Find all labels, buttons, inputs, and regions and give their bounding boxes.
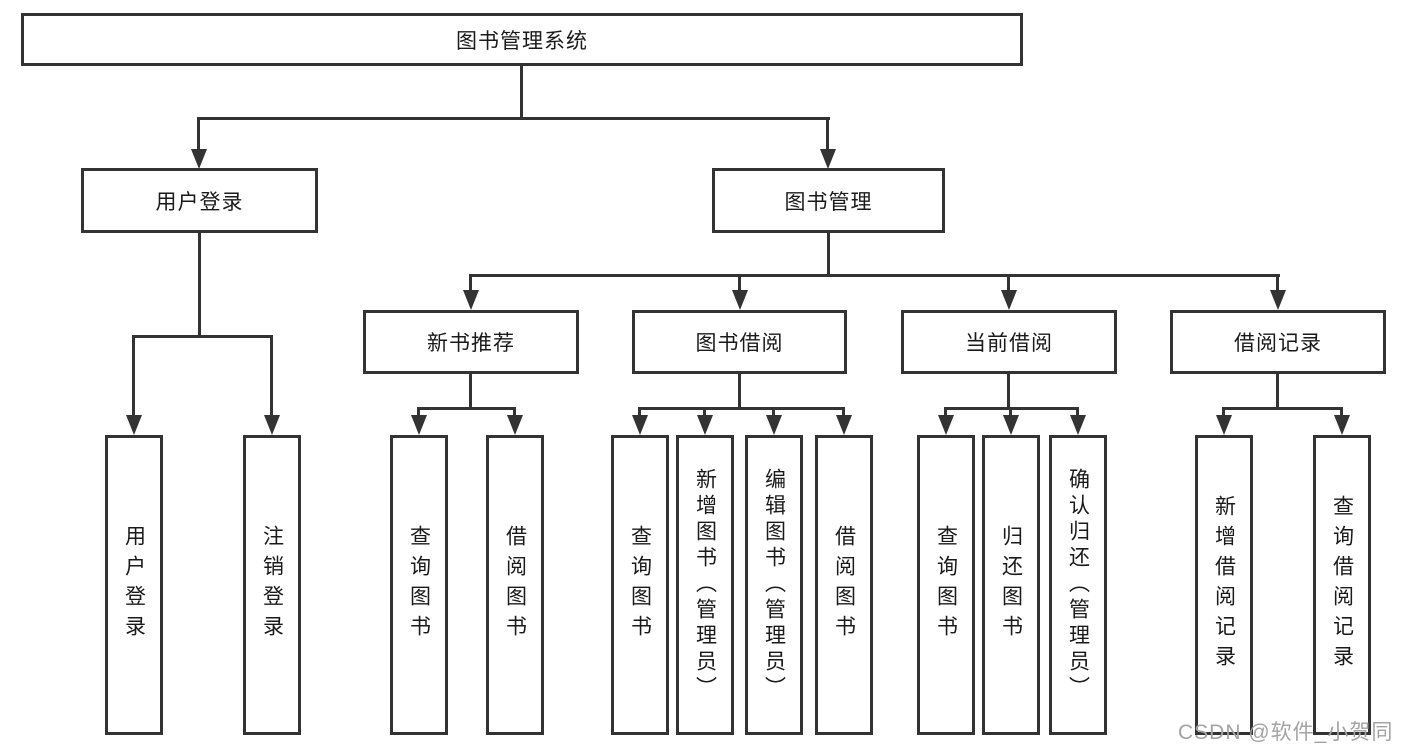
leaf-br-add-record-label: 新增借阅记录 [1212,495,1236,675]
watermark: CSDN @软件_小贺同学 [1178,721,1394,744]
arrowhead-down-icon [632,415,648,435]
leaf-cb-return-books: 归还图书 [982,435,1040,735]
connector-line [197,117,830,120]
connector-line [1009,407,1012,417]
leaf-br-query-record: 查询借阅记录 [1313,435,1371,735]
arrowhead-down-icon [507,415,523,435]
connector-line [1007,274,1010,292]
connector-line [738,274,741,292]
leaf-logout: 注销登录 [243,435,301,735]
leaf-bb-query-books-label: 查询图书 [628,525,652,645]
leaf-user-login: 用户登录 [105,435,163,735]
connector-line [638,407,845,410]
node-user-login: 用户登录 [81,168,318,233]
leaf-bb-edit-books-admin: 编辑图书（管理员） [745,435,803,735]
connector-line [469,374,472,409]
connector-line [772,407,775,417]
leaf-bb-add-books-admin-label: 新增图书（管理员） [693,468,717,702]
leaf-cb-query-books-label: 查询图书 [934,525,958,645]
connector-line [417,407,516,410]
leaf-cb-confirm-return-admin-label: 确认归还（管理员） [1066,468,1090,702]
connector-line [132,335,135,417]
connector-line [469,274,1280,277]
connector-line [842,407,845,417]
connector-line [132,335,273,338]
leaf-nb-borrow-books-label: 借阅图书 [503,525,527,645]
leaf-bb-edit-books-admin-label: 编辑图书（管理员） [762,468,786,702]
arrowhead-down-icon [411,415,427,435]
arrowhead-down-icon [1070,415,1086,435]
connector-line [513,407,516,417]
node-book-borrowing: 图书借阅 [632,310,847,374]
arrowhead-down-icon [732,290,748,310]
leaf-bb-add-books-admin: 新增图书（管理员） [676,435,734,735]
arrowhead-down-icon [766,415,782,435]
leaf-user-login-label: 用户登录 [122,525,146,645]
connector-line [738,374,741,409]
connector-line [1276,274,1279,292]
leaf-bb-borrow-books-label: 借阅图书 [832,525,856,645]
arrowhead-down-icon [820,149,836,169]
arrowhead-down-icon [697,415,713,435]
node-current-borrowing-label: 当前借阅 [965,332,1053,355]
node-root-label: 图书管理系统 [456,29,588,53]
connector-line [1276,374,1279,409]
connector-line [270,335,273,417]
arrowhead-down-icon [938,415,954,435]
node-book-management-label: 图书管理 [784,190,873,214]
connector-line [1222,407,1225,417]
connector-line [826,117,829,151]
node-new-book-recommendation: 新书推荐 [363,310,579,374]
arrowhead-down-icon [126,415,142,435]
node-book-borrowing-label: 图书借阅 [695,332,784,355]
leaf-br-query-record-label: 查询借阅记录 [1330,495,1354,675]
connector-line [703,407,706,417]
arrowhead-down-icon [836,415,852,435]
node-new-book-recommendation-label: 新书推荐 [427,332,515,355]
leaf-cb-query-books: 查询图书 [917,435,975,735]
connector-line [1222,407,1343,410]
leaf-cb-return-books-label: 归还图书 [999,525,1023,645]
connector-line [1340,407,1343,417]
node-book-management: 图书管理 [712,168,945,233]
connector-line [827,233,830,276]
connector-line [638,407,641,417]
arrowhead-down-icon [1001,290,1017,310]
arrowhead-down-icon [1270,290,1286,310]
connector-line [944,407,947,417]
connector-line [520,66,523,118]
arrowhead-down-icon [463,290,479,310]
node-current-borrowing: 当前借阅 [901,310,1117,374]
node-borrowing-records-label: 借阅记录 [1234,332,1322,355]
leaf-logout-label: 注销登录 [260,525,284,645]
arrowhead-down-icon [1216,415,1232,435]
arrowhead-down-icon [191,149,207,169]
leaf-nb-query-books-label: 查询图书 [407,525,431,645]
node-borrowing-records: 借阅记录 [1170,310,1386,374]
leaf-nb-borrow-books: 借阅图书 [486,435,544,735]
leaf-cb-confirm-return-admin: 确认归还（管理员） [1049,435,1107,735]
connector-line [417,407,420,417]
node-user-login-label: 用户登录 [155,190,244,214]
connector-line [1007,374,1010,409]
arrowhead-down-icon [1334,415,1350,435]
connector-line [197,117,200,151]
node-root: 图书管理系统 [21,13,1023,66]
connector-line [1076,407,1079,417]
leaf-bb-query-books: 查询图书 [611,435,669,735]
connector-line [469,274,472,292]
arrowhead-down-icon [264,415,280,435]
leaf-bb-borrow-books: 借阅图书 [815,435,873,735]
arrowhead-down-icon [1003,415,1019,435]
connector-line [198,233,201,337]
leaf-br-add-record: 新增借阅记录 [1195,435,1253,735]
leaf-nb-query-books: 查询图书 [390,435,448,735]
